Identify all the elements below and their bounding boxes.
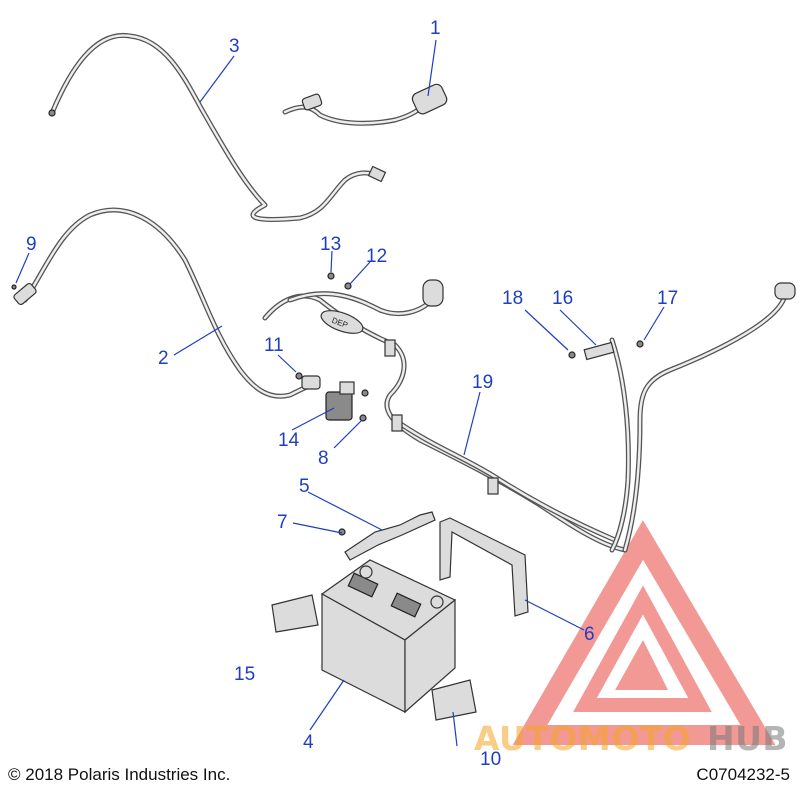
callout-5: 5 xyxy=(299,476,310,497)
callout-15: 15 xyxy=(234,664,255,685)
callout-18: 18 xyxy=(502,288,523,309)
bracket-5 xyxy=(344,511,436,561)
battery-cable-1 xyxy=(282,83,448,126)
callout-1: 1 xyxy=(430,18,441,39)
callout-10: 10 xyxy=(480,749,501,770)
copyright-text: © 2018 Polaris Industries Inc. xyxy=(8,765,231,784)
pad-15 xyxy=(271,594,319,633)
document-number: C0704232-5 xyxy=(696,765,790,784)
battery-4 xyxy=(320,559,457,714)
callout-13: 13 xyxy=(320,234,341,255)
callout-11: 11 xyxy=(264,335,284,356)
callout-4: 4 xyxy=(303,732,314,753)
callout-17: 17 xyxy=(657,288,678,309)
pad-10 xyxy=(431,679,477,721)
callout-14: 14 xyxy=(278,430,300,451)
watermark-text-part1: AUTOMOTO xyxy=(474,719,691,758)
battery-cable-3 xyxy=(48,32,387,222)
callout-3: 3 xyxy=(229,36,240,57)
callout-12: 12 xyxy=(366,246,387,267)
callout-16: 16 xyxy=(552,288,573,309)
callout-8: 8 xyxy=(318,448,329,469)
callout-6: 6 xyxy=(584,624,595,645)
watermark-logo xyxy=(512,520,776,745)
leader-lines xyxy=(15,39,665,747)
battery-cable-2 xyxy=(13,207,321,399)
relay-14 xyxy=(325,381,355,421)
callout-9: 9 xyxy=(26,234,37,255)
small-fasteners xyxy=(11,272,644,536)
wire-harness-19: DEP xyxy=(262,279,628,553)
callout-7: 7 xyxy=(277,512,288,533)
battery-cable-17 xyxy=(583,282,796,553)
callout-19: 19 xyxy=(472,372,493,393)
watermark-text-part2: HUB xyxy=(707,719,788,758)
callout-labels: 1 2 3 4 5 6 7 8 9 10 11 12 13 14 15 16 1… xyxy=(26,18,678,770)
strap-6 xyxy=(439,517,529,617)
watermark-text: AUTOMOTO HUB xyxy=(474,719,788,758)
callout-2: 2 xyxy=(158,348,169,369)
